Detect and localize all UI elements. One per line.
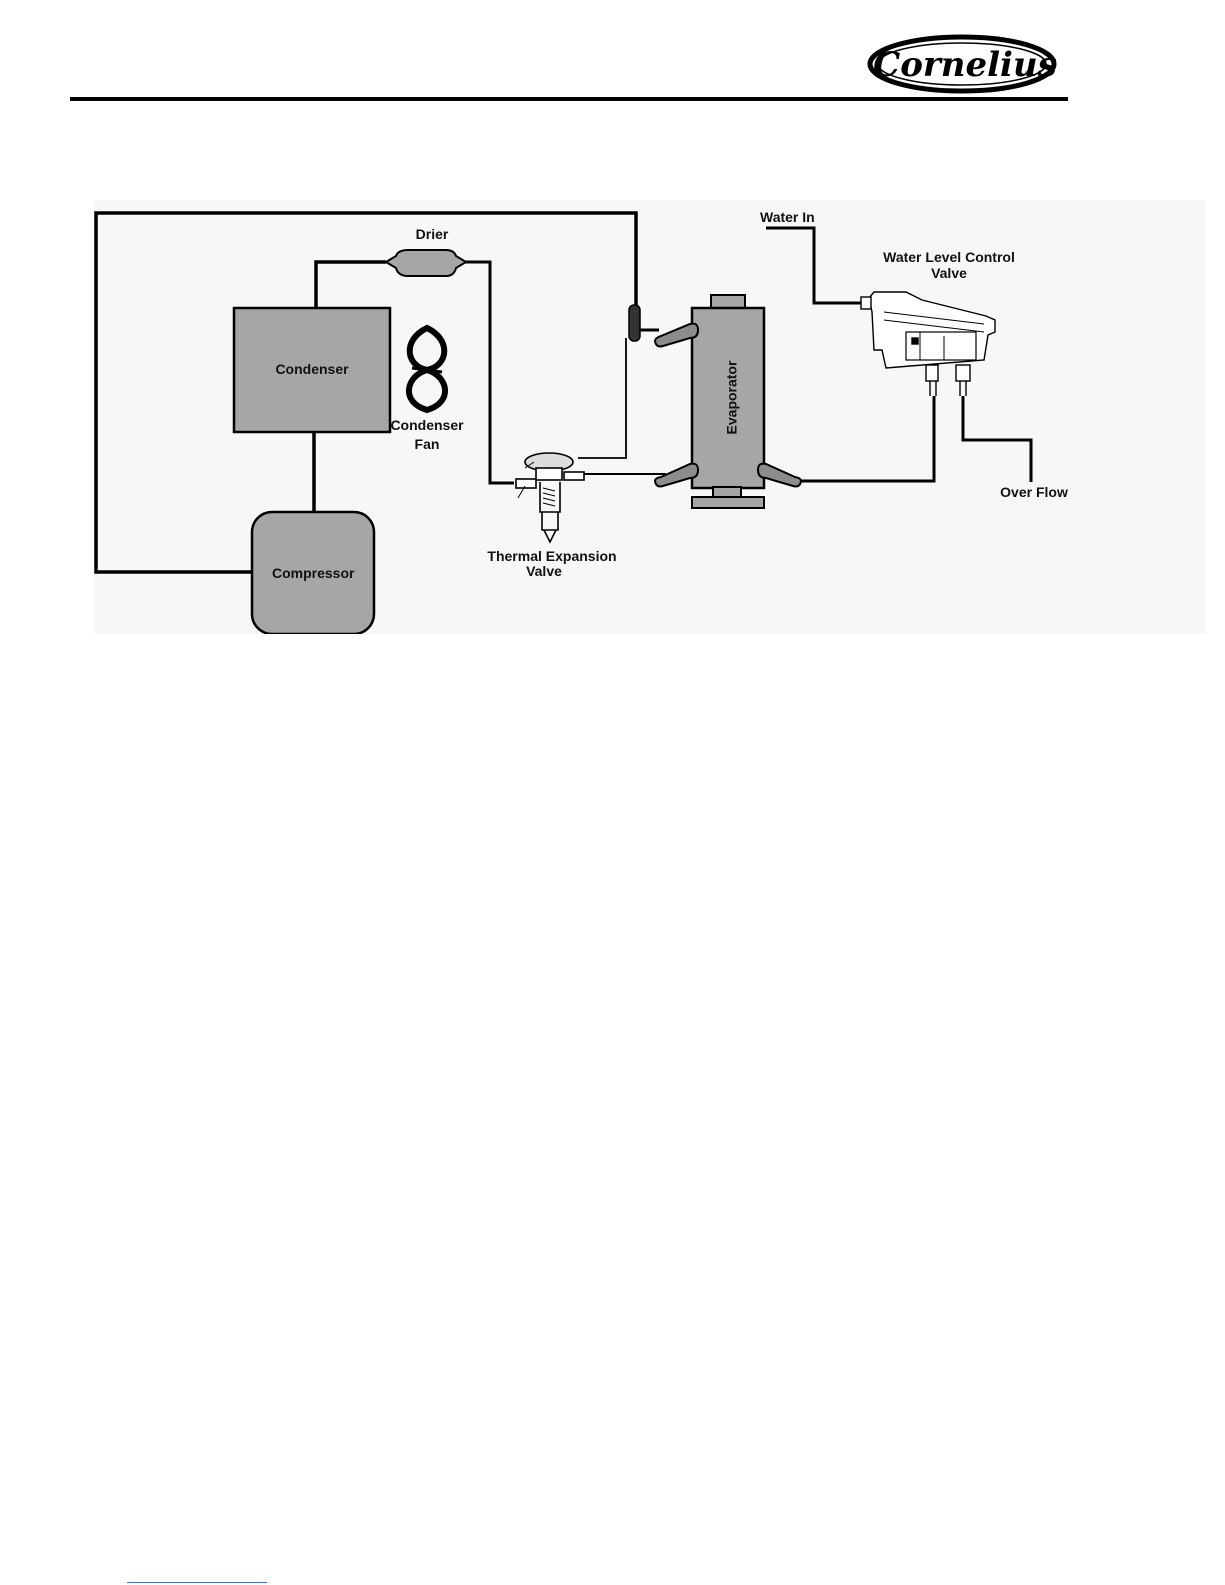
wlcv-label-line2: Valve: [914, 266, 984, 281]
txv-label-line1: Thermal Expansion: [477, 549, 627, 564]
condenser-fan-label-line1: Condenser: [387, 418, 467, 433]
water-in-line: [766, 228, 861, 303]
over-flow-label: Over Flow: [994, 485, 1074, 500]
svg-text:®: ®: [1024, 70, 1031, 78]
sensing-bulb: [629, 305, 640, 341]
water-in-label: Water In: [760, 210, 830, 225]
drier-to-txv-line: [460, 262, 514, 483]
diagram-graphics: [94, 200, 1206, 634]
footer-link-underline[interactable]: [127, 1582, 267, 1583]
condenser-label: Condenser: [272, 362, 352, 377]
compressor-label: Compressor: [272, 566, 352, 581]
header-rule: [70, 97, 1068, 101]
thermal-expansion-valve-icon: [516, 453, 584, 542]
condenser-fan-icon: [409, 328, 445, 410]
cornelius-logo: Cornelius ®: [866, 32, 1058, 96]
txv-label-line2: Valve: [484, 564, 604, 579]
refrigeration-diagram: Condenser Compressor Drier Condenser Fan…: [94, 200, 1206, 634]
txv-capillary-line: [578, 338, 626, 458]
wlcv-to-evaporator-line: [790, 396, 934, 481]
condenser-to-drier-line: [316, 262, 386, 307]
evaporator-label: Evaporator: [725, 338, 740, 458]
drier-shape: [386, 250, 466, 276]
wlcv-label-line1: Water Level Control: [874, 250, 1024, 265]
svg-text:Cornelius: Cornelius: [873, 45, 1057, 85]
overflow-line: [963, 396, 1031, 482]
drier-label: Drier: [402, 227, 462, 242]
water-level-control-valve-icon: [861, 292, 995, 396]
condenser-fan-label-line2: Fan: [387, 437, 467, 452]
